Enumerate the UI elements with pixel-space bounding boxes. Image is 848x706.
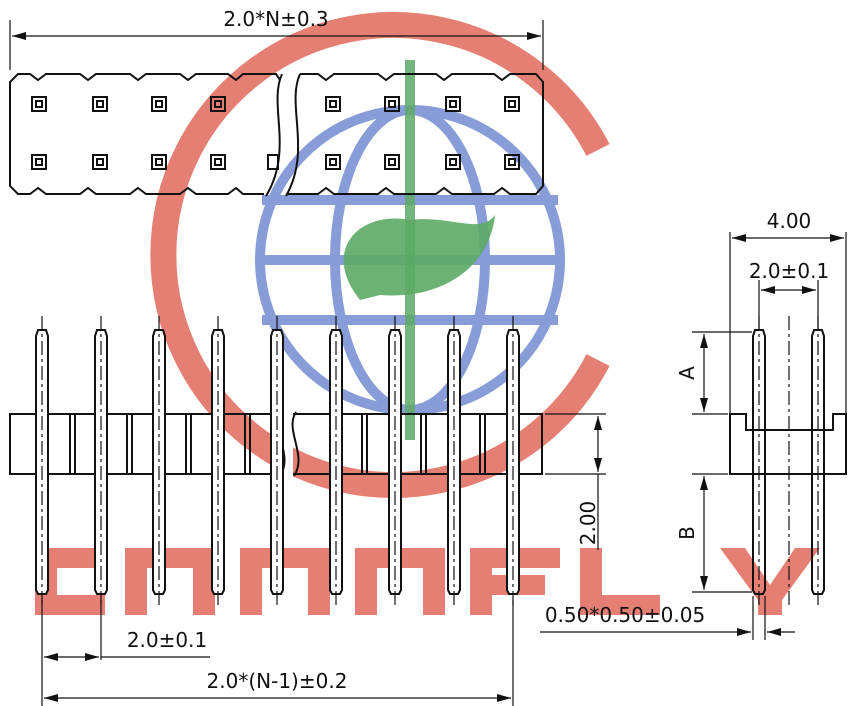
dim-label-a: A (675, 366, 699, 380)
dim-top-length: 2.0*N±0.3 (223, 7, 328, 31)
dim-label-b: B (675, 526, 699, 540)
top-view-outline-right (288, 73, 544, 195)
side-view-housing (729, 413, 847, 475)
dim-body-height: 2.00 (576, 501, 600, 546)
top-view: 2.0*N±0.3 (9, 7, 544, 197)
dim-row-pitch: 2.0±0.1 (749, 259, 829, 283)
dim-pin-size: 0.50*0.50±0.05 (545, 603, 705, 627)
top-view-outline-left (9, 73, 281, 195)
side-view: 4.00 2.0±0.1 A B (540, 209, 847, 640)
dim-pin-pitch: 2.0±0.1 (127, 628, 207, 652)
front-view: 2.00 2.0±0.1 2.0*(N-1)±0.2 (9, 316, 606, 706)
watermark-leaf-icon (343, 215, 495, 300)
dim-header-width: 4.00 (767, 209, 812, 233)
dim-total-pitch: 2.0*(N-1)±0.2 (207, 669, 348, 693)
top-view-pins (31, 96, 520, 170)
